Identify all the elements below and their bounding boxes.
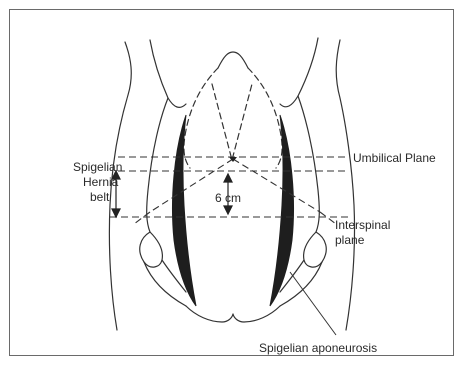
- interspinal-label-line2: plane: [335, 233, 365, 247]
- aponeurosis-label: Spigelian aponeurosis: [259, 341, 377, 355]
- interspinal-label-line1: Interspinal: [335, 218, 390, 232]
- distance-arrow-head-down: [224, 206, 232, 214]
- interspinal-side-lines: [134, 212, 336, 224]
- right-shoulder-outline: [280, 38, 318, 107]
- rib-cage-outline: [184, 68, 218, 168]
- linea-alba-lines: [212, 84, 252, 160]
- right-arm-outline: [336, 40, 354, 330]
- aponeurosis-leader-line: [290, 272, 336, 335]
- right-iliac-crest: [304, 232, 327, 267]
- spigelian-belt-label-line2: Hernia: [83, 175, 119, 189]
- rib-cage-outline: [248, 68, 282, 168]
- left-shoulder-outline: [150, 40, 186, 107]
- spigelian-belt-label-line1: Spigelian: [73, 160, 122, 174]
- belt-arrow-head-down: [112, 209, 120, 217]
- umbilical-plane-label: Umbilical Plane: [353, 151, 436, 165]
- distance-label: 6 cm: [215, 191, 241, 205]
- right-torso-outline: [298, 96, 319, 232]
- pubic-outline: [186, 306, 280, 322]
- sternum-outline: [218, 52, 248, 68]
- left-iliac-crest: [140, 232, 163, 267]
- distance-arrow-head-up: [224, 174, 232, 182]
- spigelian-belt-label-line3: belt: [90, 190, 110, 204]
